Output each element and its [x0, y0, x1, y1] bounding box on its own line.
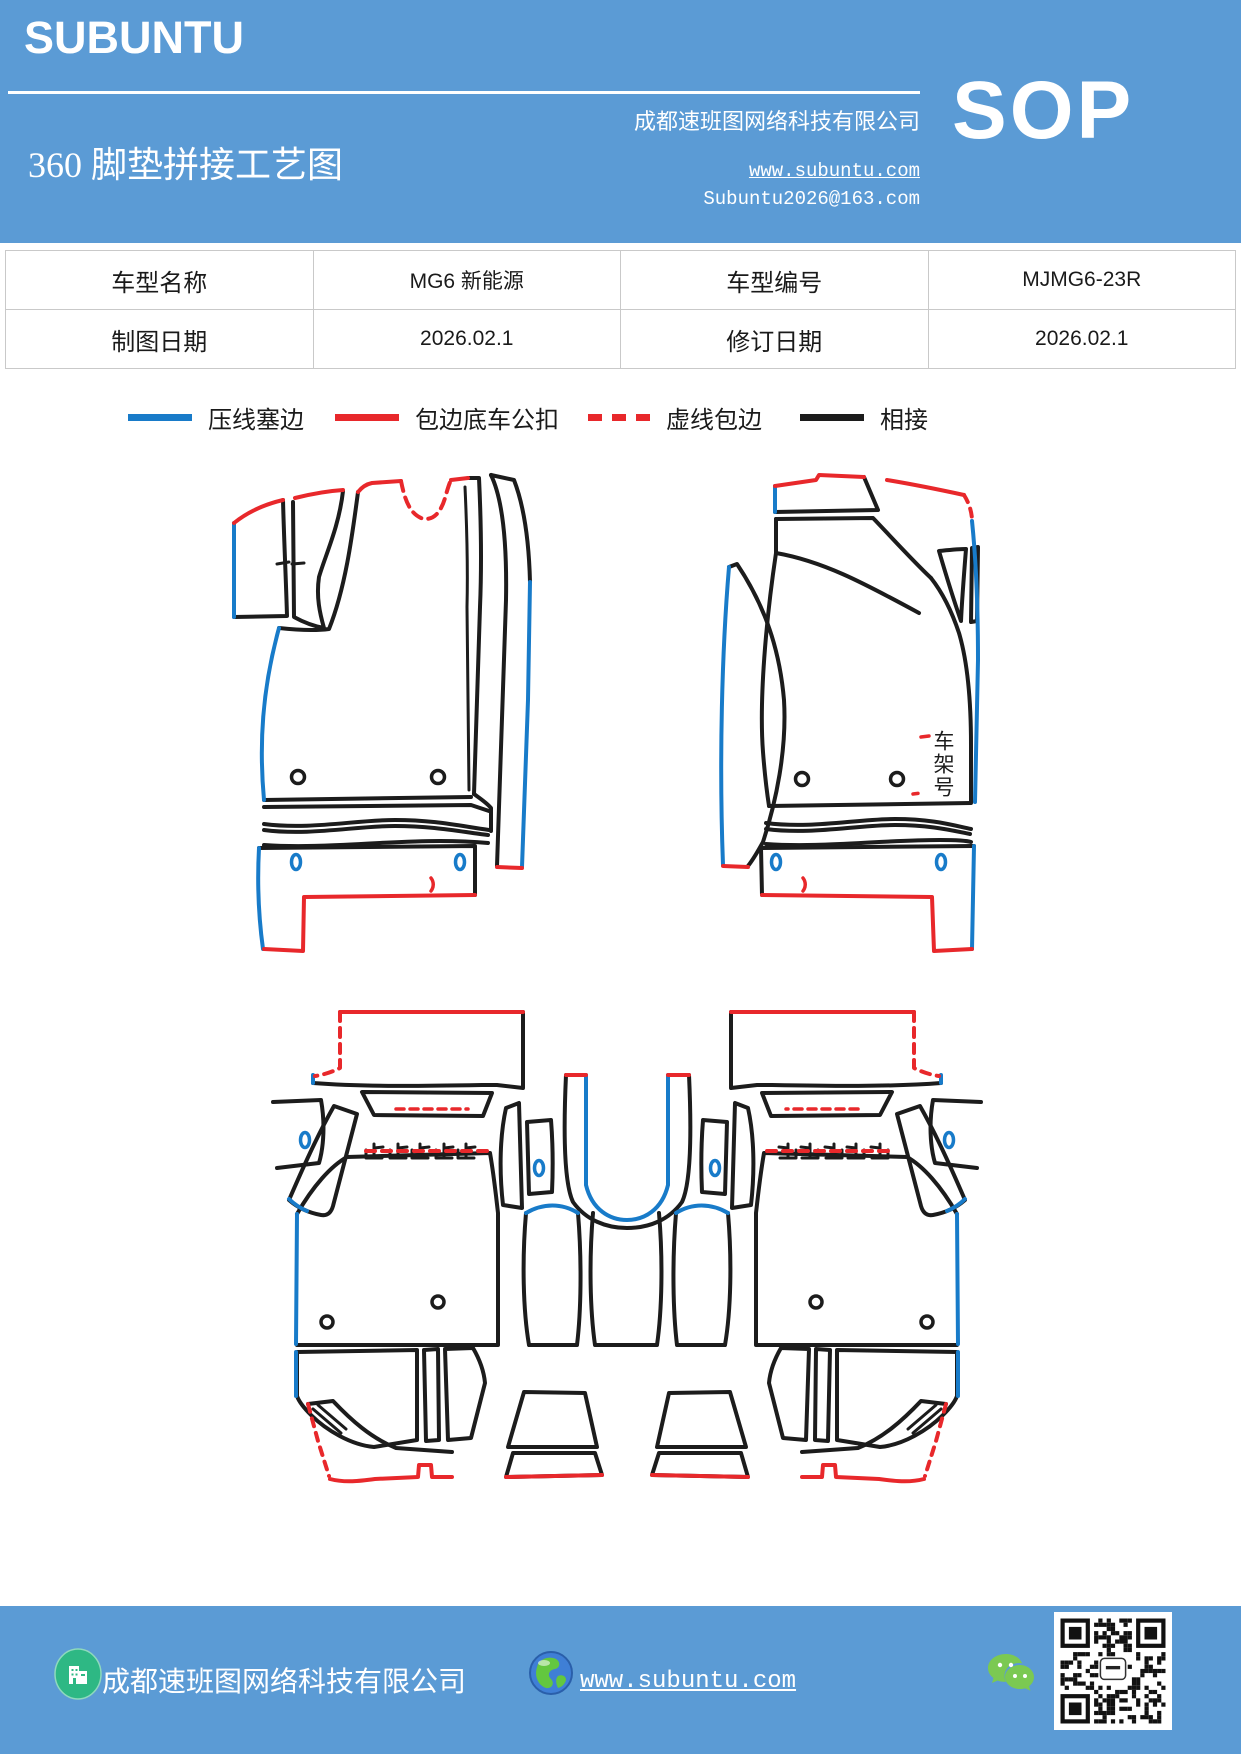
cell-model-name-value: MG6 新能源: [312, 250, 621, 310]
rear-mat-half-mirrored: [650, 1010, 983, 1484]
building-icon: [54, 1648, 102, 1700]
header-website-link[interactable]: www.subuntu.com: [748, 160, 920, 182]
red-line-swatch: [335, 414, 399, 421]
legend-item-red-dashed: 虚线包边: [588, 400, 762, 435]
footer-company-name: 成都速班图网络科技有限公司: [102, 1667, 467, 1698]
vehicle-info-table: 车型名称 MG6 新能源 车型编号 MJMG6-23R 制图日期 2026.02…: [5, 250, 1236, 369]
cell-model-code-label: 车型编号: [620, 250, 929, 310]
line-type-legend: 压线塞边 包边底车公扣 虚线包边 相接: [0, 400, 1241, 440]
cell-draw-date-label: 制图日期: [5, 309, 314, 369]
cell-revise-date-label: 修订日期: [620, 309, 929, 369]
red-dashed-line-swatch: [588, 414, 650, 421]
header-banner: SUBUNTU 360 脚垫拼接工艺图 成都速班图网络科技有限公司 www.su…: [0, 0, 1241, 243]
cell-model-name-label: 车型名称: [5, 250, 314, 310]
passenger-mat-black-outlines: [727, 475, 980, 897]
qr-code: [1054, 1612, 1172, 1730]
rear-tunnel-black-outlines: [562, 1073, 693, 1347]
footer-website-link[interactable]: www.subuntu.com: [580, 1668, 797, 1695]
passenger-mat-red-edges: [721, 473, 974, 953]
passenger-mat-blue-edges: [719, 484, 980, 951]
legend-label: 虚线包边: [666, 408, 762, 434]
rear-tunnel-blue-edge: [584, 1073, 670, 1223]
header-email: Subuntu2026@163.com: [703, 188, 920, 210]
legend-label: 相接: [880, 408, 928, 434]
frame-number-label: 车架号: [931, 730, 955, 799]
driver-mat-black-outlines: [232, 473, 532, 897]
footer-banner: 成都速班图网络科技有限公司 www.subuntu.com: [0, 1606, 1241, 1754]
blue-line-swatch: [128, 414, 192, 421]
cell-revise-date-value: 2026.02.1: [927, 309, 1236, 369]
page-title: 360 脚垫拼接工艺图: [28, 145, 344, 185]
table-row: 制图日期 2026.02.1 修订日期 2026.02.1: [5, 309, 1236, 369]
brand-logo: SUBUNTU: [24, 12, 244, 63]
black-line-swatch: [800, 414, 864, 421]
legend-label: 包边底车公扣: [415, 408, 559, 434]
cell-model-code-value: MJMG6-23R: [927, 250, 1236, 310]
header-company-name: 成都速班图网络科技有限公司: [633, 109, 920, 134]
header-divider-line: [8, 91, 920, 94]
legend-label: 压线塞边: [208, 408, 304, 434]
sop-label: SOP: [952, 65, 1135, 156]
wechat-icon: [988, 1654, 1034, 1691]
globe-icon: [529, 1651, 573, 1695]
rear-mat-half: [271, 1010, 604, 1484]
legend-item-red: 包边底车公扣: [335, 400, 559, 435]
table-row: 车型名称 MG6 新能源 车型编号 MJMG6-23R: [5, 250, 1236, 310]
legend-item-black: 相接: [800, 400, 928, 435]
driver-mat-blue-edges: [232, 521, 532, 951]
driver-mat-red-edges: [232, 476, 524, 953]
header-contact-block: 成都速班图网络科技有限公司 www.subuntu.com Subuntu202…: [520, 104, 920, 210]
legend-item-blue: 压线塞边: [128, 400, 304, 435]
cell-draw-date-value: 2026.02.1: [312, 309, 621, 369]
